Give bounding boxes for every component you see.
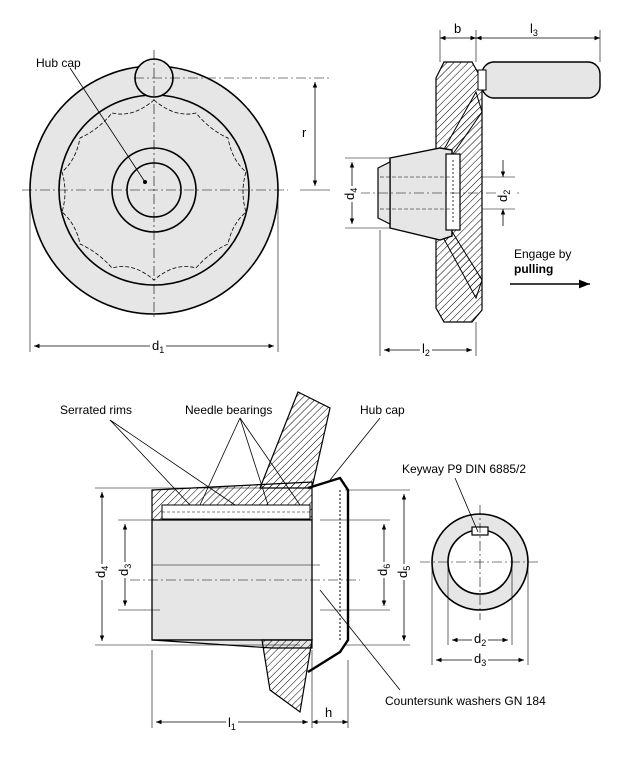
- dim-l1: l1: [226, 715, 238, 734]
- label-engage-by: Engage by: [514, 247, 572, 261]
- dim-d3-keyway: d3: [472, 651, 489, 670]
- dim-d6: d6: [375, 561, 394, 578]
- dim-d5: d5: [395, 563, 414, 580]
- dim-d4-side: d4: [342, 185, 361, 202]
- label-pulling: pulling: [514, 262, 554, 276]
- keyway-view: [420, 477, 540, 665]
- label-hub-cap-top: Hub cap: [36, 56, 81, 70]
- bearing-section-view: [95, 391, 410, 728]
- dim-d1: d1: [150, 338, 167, 357]
- label-keyway: Keyway P9 DIN 6885/2: [402, 462, 527, 476]
- dim-d3-section: d3: [116, 561, 135, 578]
- dim-d2-keyway: d2: [472, 631, 489, 650]
- label-serrated-rims: Serrated rims: [60, 403, 133, 417]
- handwheel-side-view: [345, 30, 601, 356]
- handwheel-front-view: [22, 50, 330, 352]
- dim-b: b: [454, 21, 462, 36]
- dim-l3: l3: [530, 21, 538, 39]
- hub-cap-section: [307, 476, 350, 674]
- hub-body: [389, 147, 453, 241]
- spoke-lower: [261, 639, 313, 714]
- dim-d2-side: d2: [495, 188, 514, 203]
- handle-grip: [481, 61, 601, 99]
- dim-r: r: [302, 125, 307, 140]
- dim-h: h: [325, 705, 333, 720]
- dim-l2: l2: [420, 341, 432, 360]
- label-hub-cap-section: Hub cap: [360, 403, 405, 417]
- label-countersunk-washers: Countersunk washers GN 184: [385, 694, 546, 708]
- label-needle-bearings: Needle bearings: [185, 403, 273, 417]
- dim-d4-section: d4: [93, 563, 112, 580]
